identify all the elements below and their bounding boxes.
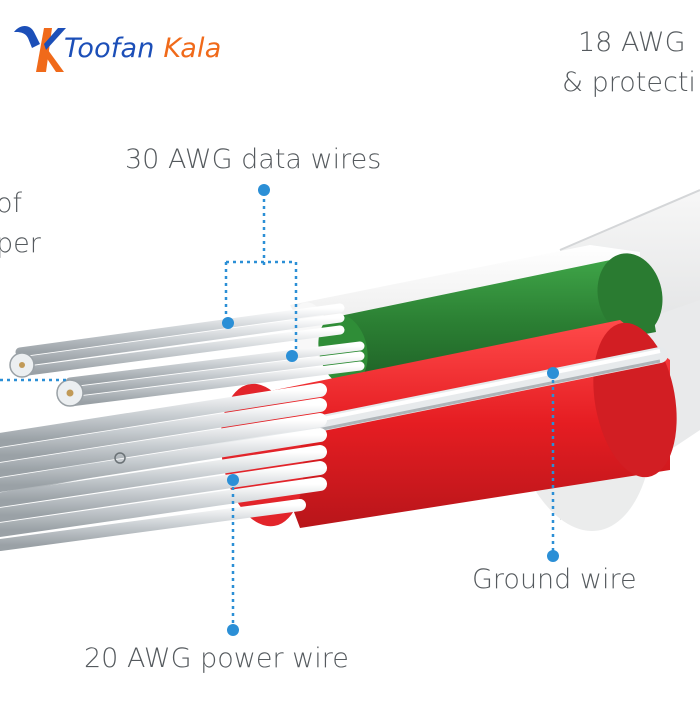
data-wire-strands (9, 303, 365, 407)
k-swoosh-logo-icon (14, 26, 66, 72)
label-data-wires: 30 AWG data wires (125, 144, 382, 175)
label-protection: & protecti (562, 67, 696, 98)
brand-name: Toofan Kala (64, 33, 222, 64)
brand-name-part2: Kala (163, 32, 222, 64)
brand-name-part1: Toofan (64, 32, 155, 64)
label-ground-wire: Ground wire (472, 564, 637, 595)
power-wire-strands (0, 383, 327, 551)
pointer-dots (222, 184, 559, 636)
label-18awg: 18 AWG (578, 27, 686, 58)
label-left-partial-1: of (0, 188, 23, 219)
label-left-partial-2: per (0, 228, 41, 259)
pointer-lines (0, 192, 555, 630)
label-power-wire: 20 AWG power wire (84, 643, 349, 674)
brand-logo: Toofan Kala (10, 18, 222, 74)
